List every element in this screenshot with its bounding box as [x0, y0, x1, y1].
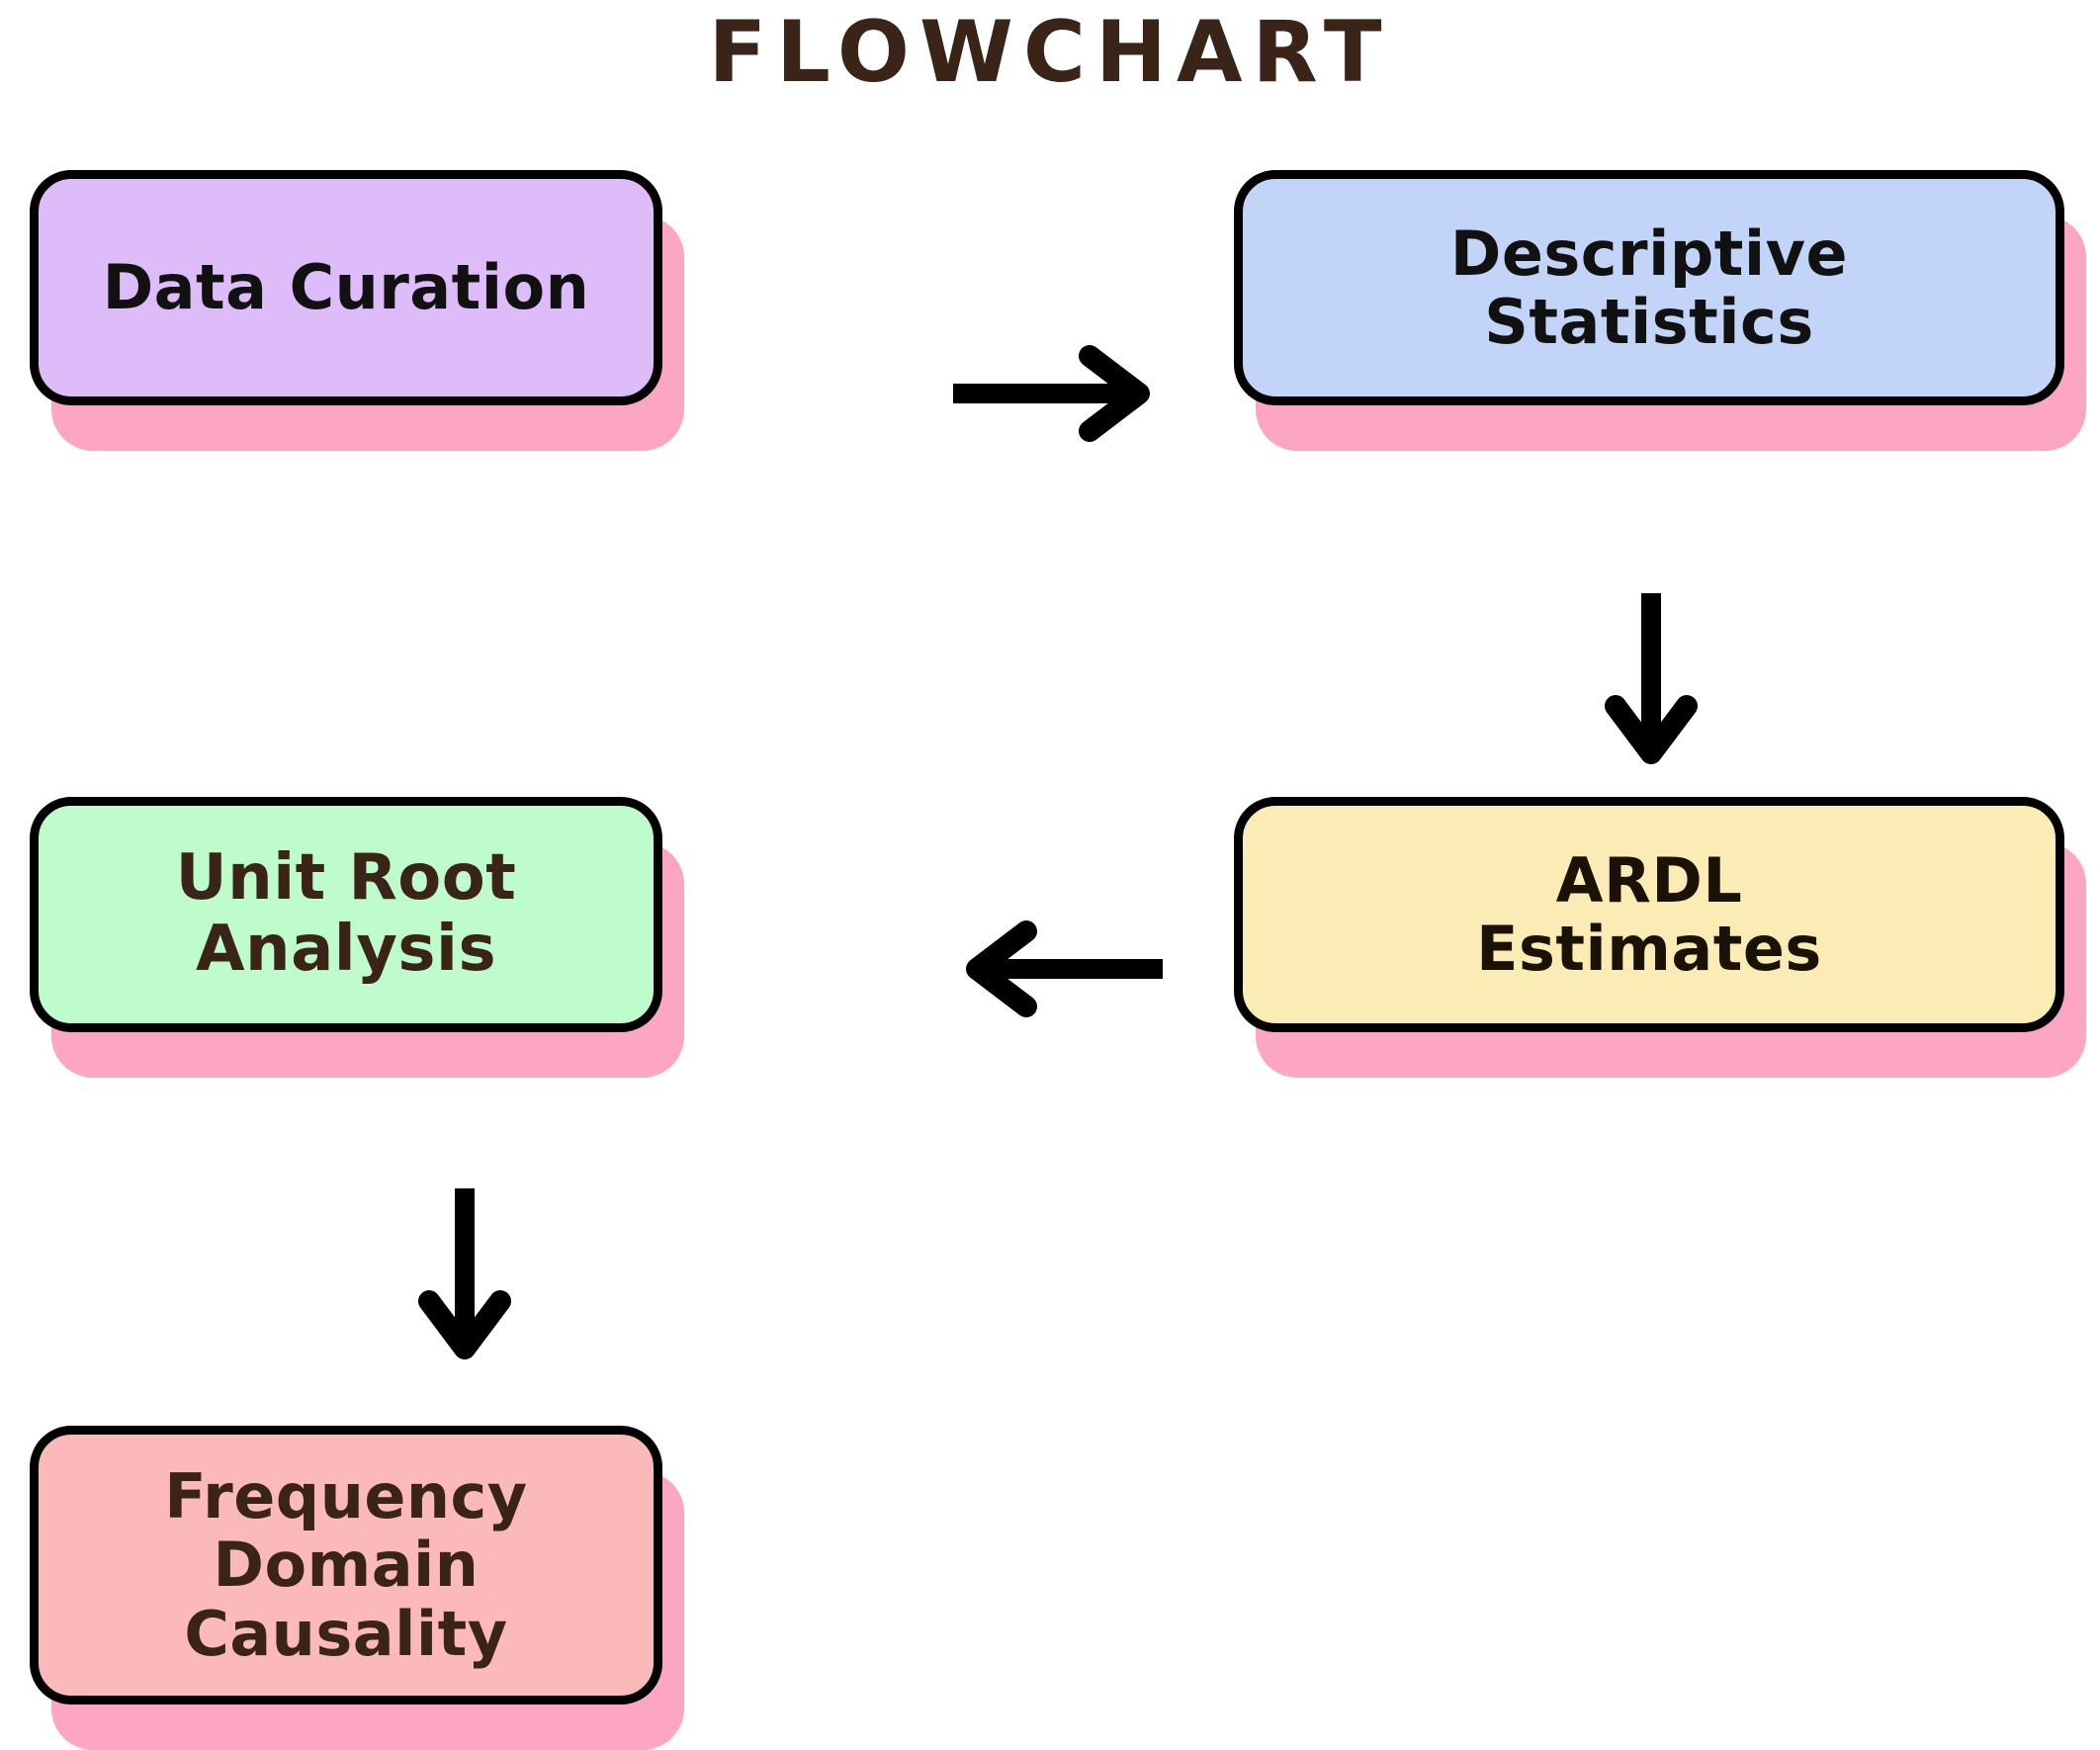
- arrow-down-descriptive-statistics-to-ardl-estimates: [1602, 593, 1701, 781]
- node-body: Data Curation: [30, 170, 662, 405]
- arrow-down-unit-root-analysis-to-frequency-domain-causality: [415, 1188, 514, 1376]
- node-label: Descriptive Statistics: [1449, 217, 1849, 358]
- node-label: ARDL Estimates: [1476, 843, 1822, 985]
- page-title: FLOWCHART: [708, 3, 1392, 102]
- node-body: Frequency Domain Causality: [30, 1426, 662, 1705]
- node-body: Descriptive Statistics: [1234, 170, 2064, 405]
- node-body: ARDL Estimates: [1234, 797, 2064, 1032]
- node-body: Unit Root Analysis: [30, 797, 662, 1032]
- node-label: Unit Root Analysis: [175, 841, 517, 986]
- flowchart-node-ardl-estimates[interactable]: ARDL Estimates: [1234, 797, 2086, 1078]
- flowchart-node-frequency-domain-causality[interactable]: Frequency Domain Causality: [30, 1426, 684, 1750]
- arrow-right-data-curation-to-descriptive-statistics: [949, 344, 1167, 443]
- flowchart-node-data-curation[interactable]: Data Curation: [30, 170, 684, 451]
- arrow-left-ardl-estimates-to-unit-root-analysis: [949, 919, 1167, 1018]
- flowchart-node-descriptive-statistics[interactable]: Descriptive Statistics: [1234, 170, 2086, 451]
- flowchart-node-unit-root-analysis[interactable]: Unit Root Analysis: [30, 797, 684, 1078]
- node-label: Data Curation: [102, 251, 590, 324]
- node-label: Frequency Domain Causality: [164, 1459, 528, 1670]
